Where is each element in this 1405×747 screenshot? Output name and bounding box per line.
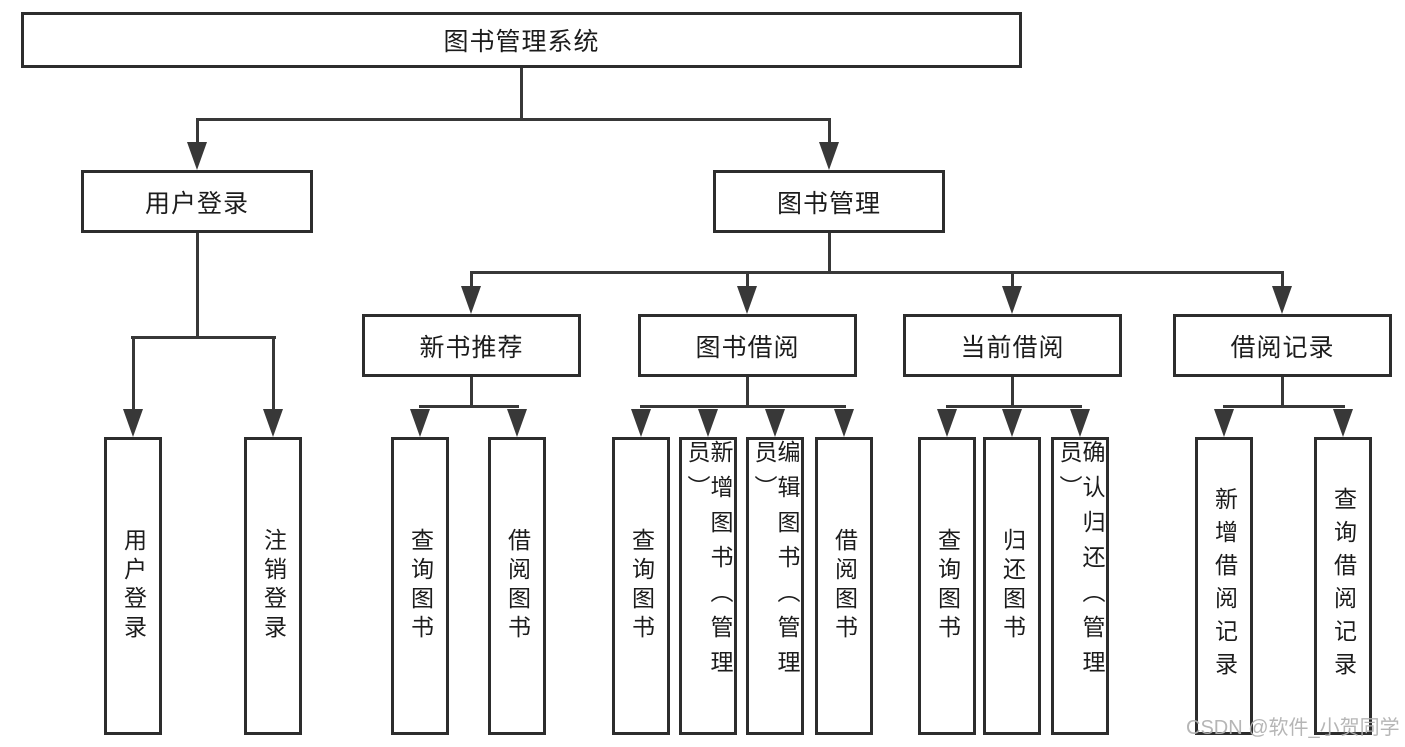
connector-borrowing-drop [746,377,749,405]
leaf-query-books-current: 查询图书 [918,437,976,735]
node-label: 借阅图书 [504,528,531,644]
arrowhead-down-icon [1214,409,1234,437]
node-borrowing-records: 借阅记录 [1173,314,1392,377]
arrowhead-down-icon [1002,409,1022,437]
node-label: 查询图书 [934,528,961,644]
connector-user-login-drop [196,233,199,336]
node-library-system: 图书管理系统 [21,12,1022,68]
node-label: 用户登录 [144,189,249,218]
connector-stem-records [1281,274,1284,288]
arrowhead-down-icon [1070,409,1090,437]
connector-recommendation-rail [419,405,519,408]
arrowhead-down-icon [834,409,854,437]
arrowhead-down-icon [937,409,957,437]
node-label: 确认归还（管理员） [1056,440,1105,685]
connector-current-drop [1011,377,1014,405]
arrowhead-down-icon [187,142,207,170]
node-book-management: 图书管理 [713,170,945,233]
connector-user-login-rail [131,336,276,339]
node-label: 新增图书（管理员） [684,440,733,685]
node-current-borrowing: 当前借阅 [903,314,1122,377]
node-label: 编辑图书（管理员） [751,440,800,685]
leaf-query-borrow-record: 查询借阅记录 [1314,437,1372,735]
arrowhead-down-icon [737,286,757,314]
node-label: 查询图书 [407,528,434,644]
csdn-watermark: CSDN @软件_小贺同学 [1186,717,1400,739]
connector-stem-book-management [828,121,831,143]
connector-records-drop [1281,377,1284,405]
connector-current-rail [946,405,1082,408]
connector-stem-current [1011,274,1014,288]
arrowhead-down-icon [1272,286,1292,314]
arrowhead-down-icon [1002,286,1022,314]
arrowhead-down-icon [1333,409,1353,437]
node-label: 当前借阅 [960,333,1065,362]
leaf-user-login: 用户登录 [104,437,162,735]
arrowhead-down-icon [263,409,283,437]
connector-level2-rail [196,118,831,121]
leaf-edit-book-admin: 编辑图书（管理员） [746,437,804,735]
connector-borrowing-rail [640,405,846,408]
connector-records-rail [1223,405,1345,408]
leaf-return-book: 归还图书 [983,437,1041,735]
leaf-query-books-recommend: 查询图书 [391,437,449,735]
leaf-borrow-books-borrowing: 借阅图书 [815,437,873,735]
arrowhead-down-icon [765,409,785,437]
node-label: 借阅图书 [831,528,858,644]
node-label: 新书推荐 [419,333,524,362]
arrowhead-down-icon [507,409,527,437]
arrowhead-down-icon [410,409,430,437]
connector-stem-user-login [196,121,199,143]
arrowhead-down-icon [461,286,481,314]
connector-stem-recommendation [470,274,473,288]
arrowhead-down-icon [819,142,839,170]
arrowhead-down-icon [123,409,143,437]
leaf-confirm-return-admin: 确认归还（管理员） [1051,437,1109,735]
connector-level3-rail [470,271,1284,274]
connector-stem-leaf-login [132,339,135,412]
node-label: 图书管理 [776,189,881,218]
arrowhead-down-icon [631,409,651,437]
connector-book-management-drop [828,233,831,271]
arrowhead-down-icon [698,409,718,437]
connector-root-drop [520,68,523,118]
connector-stem-borrowing [746,274,749,288]
leaf-add-borrow-record: 新增借阅记录 [1195,437,1253,735]
node-label: 查询借阅记录 [1330,487,1357,685]
leaf-query-books-borrowing: 查询图书 [612,437,670,735]
node-label: 归还图书 [999,528,1026,644]
leaf-borrow-books-recommend: 借阅图书 [488,437,546,735]
connector-recommendation-drop [470,377,473,405]
node-label: 查询图书 [628,528,655,644]
node-label: 图书管理系统 [443,28,600,56]
connector-stem-leaf-logout [272,339,275,412]
node-label: 图书借阅 [695,333,800,362]
node-user-login: 用户登录 [81,170,313,233]
node-new-book-recommendation: 新书推荐 [362,314,581,377]
node-label: 新增借阅记录 [1211,487,1238,685]
leaf-add-book-admin: 新增图书（管理员） [679,437,737,735]
node-book-borrowing: 图书借阅 [638,314,857,377]
node-label: 借阅记录 [1230,333,1335,362]
node-label: 注销登录 [260,528,287,644]
leaf-logout: 注销登录 [244,437,302,735]
node-label: 用户登录 [120,528,147,644]
